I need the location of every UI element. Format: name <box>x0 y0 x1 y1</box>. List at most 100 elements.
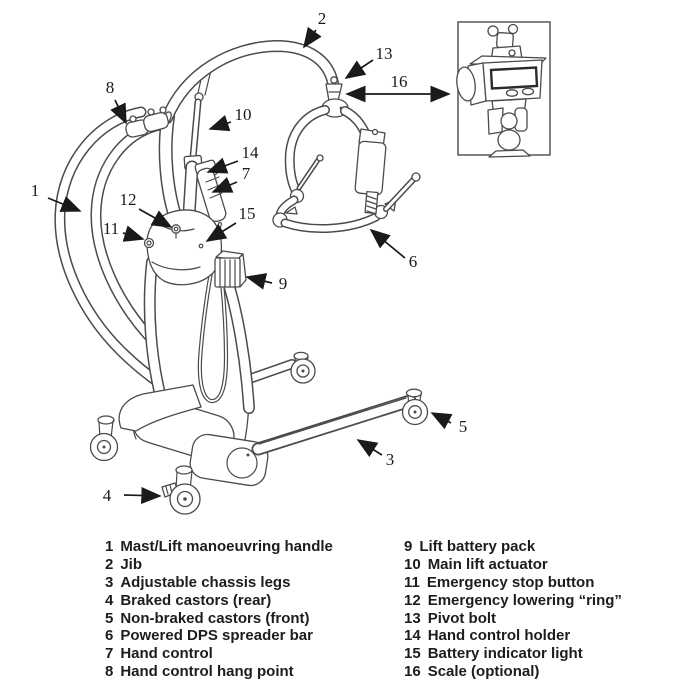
legend-num: 6 <box>105 627 114 645</box>
battery-indicator-light <box>198 243 204 249</box>
legend-item-16: 16 Scale (optional) <box>404 663 622 681</box>
hand-control-hang-point <box>125 106 169 138</box>
arrow-13 <box>344 59 374 79</box>
arrow-8 <box>110 99 127 125</box>
legend-num: 5 <box>105 609 114 627</box>
legend-num: 3 <box>105 573 114 591</box>
legend-label: Emergency stop button <box>426 573 595 591</box>
legend-label: Mast/Lift manoeuvring handle <box>120 538 333 555</box>
callout-11: 11 <box>103 219 119 238</box>
emergency-lowering-ring <box>171 224 181 239</box>
legend-item-4: 4 Braked castors (rear) <box>105 592 333 610</box>
legend-label: Jib <box>120 555 143 573</box>
callout-5: 5 <box>459 417 468 436</box>
callout-3: 3 <box>386 450 395 469</box>
legend-item-6: 6 Powered DPS spreader bar <box>105 627 333 645</box>
arrow-4 <box>123 486 162 504</box>
braked-castor-rear <box>161 465 201 515</box>
legend-column-left: 1 Mast/Lift manoeuvring handle 2 Jib 3 Adju… <box>105 538 333 681</box>
legend-num: 9 <box>404 538 413 555</box>
legend-num: 13 <box>404 609 421 627</box>
legend-item-7: 7 Hand control <box>105 645 333 663</box>
legend-label: Pivot bolt <box>427 609 497 627</box>
arrow-2 <box>303 26 322 49</box>
callout-numbers: 1 2 13 16 8 10 14 7 12 15 11 9 6 5 3 4 <box>31 9 468 505</box>
callout-16: 16 <box>391 72 408 91</box>
legend-label: Battery indicator light <box>427 645 583 663</box>
legend-label: Main lift actuator <box>427 555 548 573</box>
legend-item-11: 11 Emergency stop button <box>404 574 622 592</box>
legend-item-3: 3 Adjustable chassis legs <box>105 574 333 592</box>
legend-item-2: 2 Jib <box>105 556 333 574</box>
callout-6: 6 <box>409 252 418 271</box>
callout-13: 13 <box>376 44 393 63</box>
legend-num: 12 <box>404 591 421 609</box>
arrow-3 <box>356 439 383 458</box>
arrow-10 <box>208 115 232 132</box>
spreader-bar <box>272 98 421 234</box>
legend-item-14: 14 Hand control holder <box>404 627 622 645</box>
front-castor-near <box>401 388 429 426</box>
callout-arrows <box>47 26 453 504</box>
legend-item-8: 8 Hand control hang point <box>105 663 333 681</box>
arrow-6 <box>369 228 406 259</box>
legend-label: Powered DPS spreader bar <box>120 627 313 645</box>
callout-9: 9 <box>279 274 288 293</box>
rear-castor-far <box>89 415 119 462</box>
arrow-12 <box>138 208 173 228</box>
callout-8: 8 <box>106 78 115 97</box>
callout-2: 2 <box>318 9 327 28</box>
legend-num: 15 <box>404 645 421 663</box>
legend-num: 1 <box>105 538 114 555</box>
lift-battery-pack <box>214 250 247 288</box>
legend-label: Braked castors (rear) <box>120 591 272 609</box>
control-box <box>146 209 223 286</box>
arrow-15 <box>205 222 237 242</box>
front-base-block <box>189 433 269 487</box>
legend-item-15: 15 Battery indicator light <box>404 645 622 663</box>
legend-num: 4 <box>105 591 114 609</box>
arrow-11 <box>122 225 145 242</box>
legend-item-9: 9 Lift battery pack <box>404 538 622 556</box>
legend-label: Hand control holder <box>427 627 571 645</box>
emergency-stop-button <box>143 237 155 249</box>
arrow-9 <box>245 273 273 290</box>
legend-label: Adjustable chassis legs <box>120 573 291 591</box>
legend-label: Scale (optional) <box>427 663 540 681</box>
callout-4: 4 <box>103 486 112 505</box>
legend-num: 10 <box>404 555 421 573</box>
callout-10: 10 <box>235 105 252 124</box>
arrow-5 <box>430 412 453 430</box>
callout-1: 1 <box>31 181 40 200</box>
legend-item-1: 1 Mast/Lift manoeuvring handle <box>105 538 333 556</box>
legend-label: Non-braked castors (front) <box>120 609 310 627</box>
arrow-7 <box>211 176 238 193</box>
legend-num: 8 <box>105 663 114 681</box>
legend-item-13: 13 Pivot bolt <box>404 610 622 628</box>
legend-item-10: 10 Main lift actuator <box>404 556 622 574</box>
legend-label: Hand control hang point <box>120 663 294 681</box>
lift-line-drawing: 1 2 13 16 8 10 14 7 12 15 11 9 6 5 3 4 <box>31 9 551 515</box>
legend-label: Emergency lowering “ring” <box>427 591 622 609</box>
legend-label: Hand control <box>120 645 213 663</box>
callout-7: 7 <box>242 164 251 183</box>
callout-14: 14 <box>242 143 260 162</box>
legend-num: 16 <box>404 663 421 681</box>
legend-num: 7 <box>105 645 114 663</box>
scale-inset <box>456 21 551 158</box>
legend-num: 2 <box>105 555 114 573</box>
legend-num: 11 <box>404 573 420 591</box>
callout-15: 15 <box>239 204 256 223</box>
scale-device <box>456 23 547 158</box>
pivot-bolt <box>325 76 343 102</box>
arrow-1 <box>47 196 82 212</box>
rear-base-arm <box>118 384 202 432</box>
legend-item-5: 5 Non-braked castors (front) <box>105 610 333 628</box>
legend-label: Lift battery pack <box>419 538 536 555</box>
chassis-leg-near <box>251 394 417 456</box>
arrow-14 <box>206 157 239 174</box>
legend-num: 14 <box>404 627 421 645</box>
legend-item-12: 12 Emergency lowering “ring” <box>404 592 622 610</box>
